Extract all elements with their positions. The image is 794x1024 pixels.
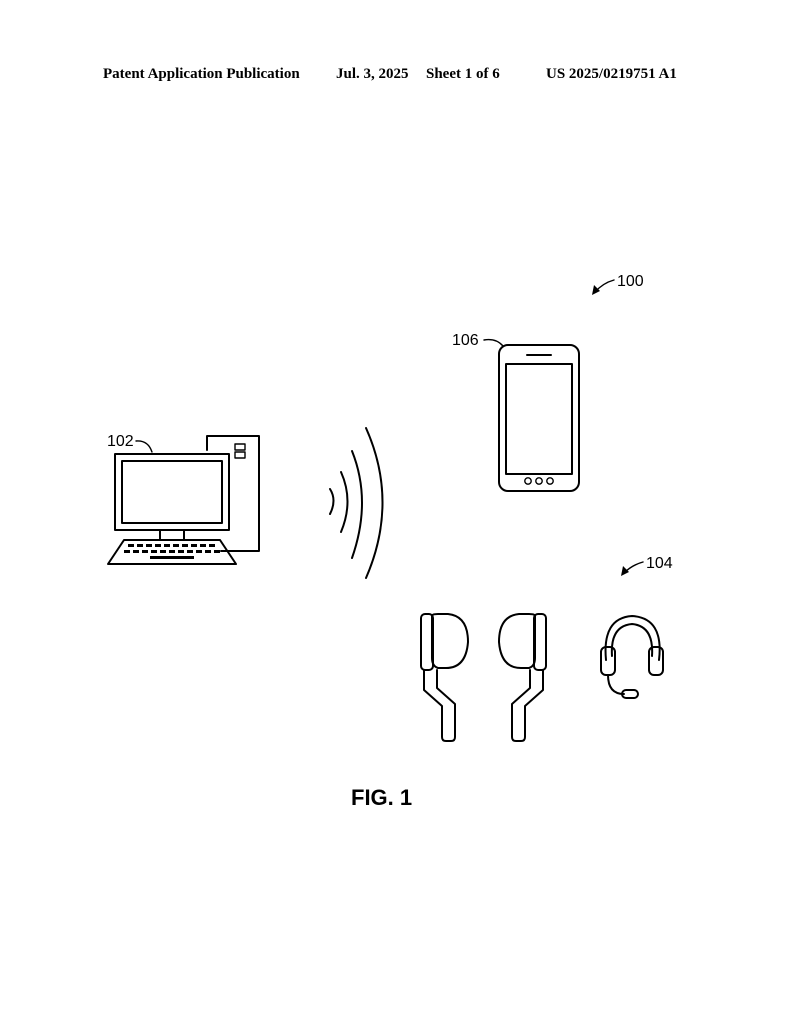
header-date: Jul. 3, 2025 (336, 66, 409, 82)
signal-arc-2 (340, 471, 349, 533)
tower-drive-bottom (234, 451, 246, 459)
ref-computer-label: 102 (107, 433, 134, 450)
ref-audio-label: 104 (646, 555, 673, 572)
left-earbud-head (431, 613, 469, 669)
header-patent-number: US 2025/0219751 A1 (546, 66, 677, 82)
phone-screen (505, 363, 573, 475)
ref-106-group: 106 (452, 332, 504, 349)
keyboard-outline (107, 539, 237, 565)
phone-button-left (524, 477, 532, 485)
headset-mic-boom (607, 674, 625, 695)
header-sheet: Sheet 1 of 6 (426, 66, 500, 82)
keyboard-keys (124, 544, 220, 559)
ref-100-arrowhead (592, 285, 600, 295)
right-earbud-body (533, 613, 547, 671)
signal-arc-3 (351, 450, 363, 559)
monitor-screen (121, 460, 223, 524)
ref-100-group: 100 (592, 273, 644, 295)
ref-system-label: 100 (617, 273, 644, 290)
ref-104-arrowhead (621, 566, 629, 576)
right-earbud-cable (511, 669, 544, 742)
right-earbud-icon (498, 613, 547, 742)
headset-microphone (621, 689, 639, 699)
desktop-computer-icon (107, 435, 260, 565)
right-earbud-head (498, 613, 536, 669)
computer-tower (206, 435, 260, 552)
headset-right-ear-cup (648, 646, 664, 676)
wireless-signal-icon (329, 427, 384, 579)
phone-button-right (546, 477, 554, 485)
headset-left-ear-cup (600, 646, 616, 676)
ref-106-leader (483, 338, 504, 347)
signal-arc-4 (365, 427, 384, 579)
page-header: Patent Application Publication Jul. 3, 2… (0, 66, 794, 90)
phone-button-center (535, 477, 543, 485)
smartphone-icon (498, 344, 580, 492)
ref-104-group: 104 (621, 555, 673, 576)
signal-arc-1 (329, 488, 335, 515)
phone-body (498, 344, 580, 492)
headset-band-outer (604, 615, 661, 661)
headset-icon (600, 615, 664, 699)
ref-102-leader (135, 440, 153, 453)
headset-band-inner (610, 623, 654, 657)
ref-102-group: 102 (107, 433, 153, 453)
left-earbud-body (420, 613, 434, 671)
figure-caption: FIG. 1 (351, 785, 412, 810)
monitor-frame (114, 453, 230, 531)
ref-phone-label: 106 (452, 332, 479, 349)
header-publication: Patent Application Publication (103, 66, 300, 82)
tower-drive-top (234, 443, 246, 451)
left-earbud-icon (420, 613, 469, 742)
left-earbud-cable (423, 669, 456, 742)
